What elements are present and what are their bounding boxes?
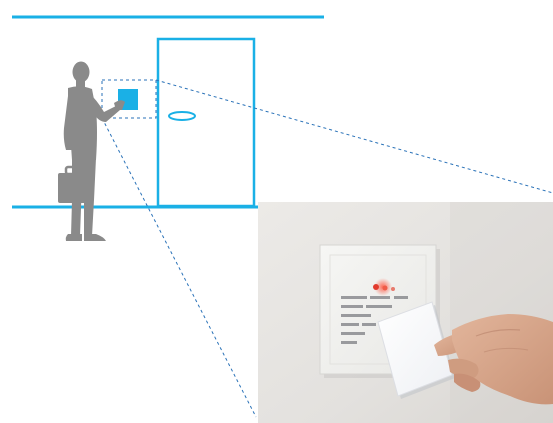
callout-line-bottom [102, 118, 256, 417]
indicator-led [373, 284, 379, 290]
person-silhouette-icon [58, 62, 125, 242]
door-outline [158, 39, 254, 206]
reader-photo-inset [258, 202, 553, 423]
callout-line-top [156, 80, 553, 193]
door-handle [169, 112, 195, 120]
